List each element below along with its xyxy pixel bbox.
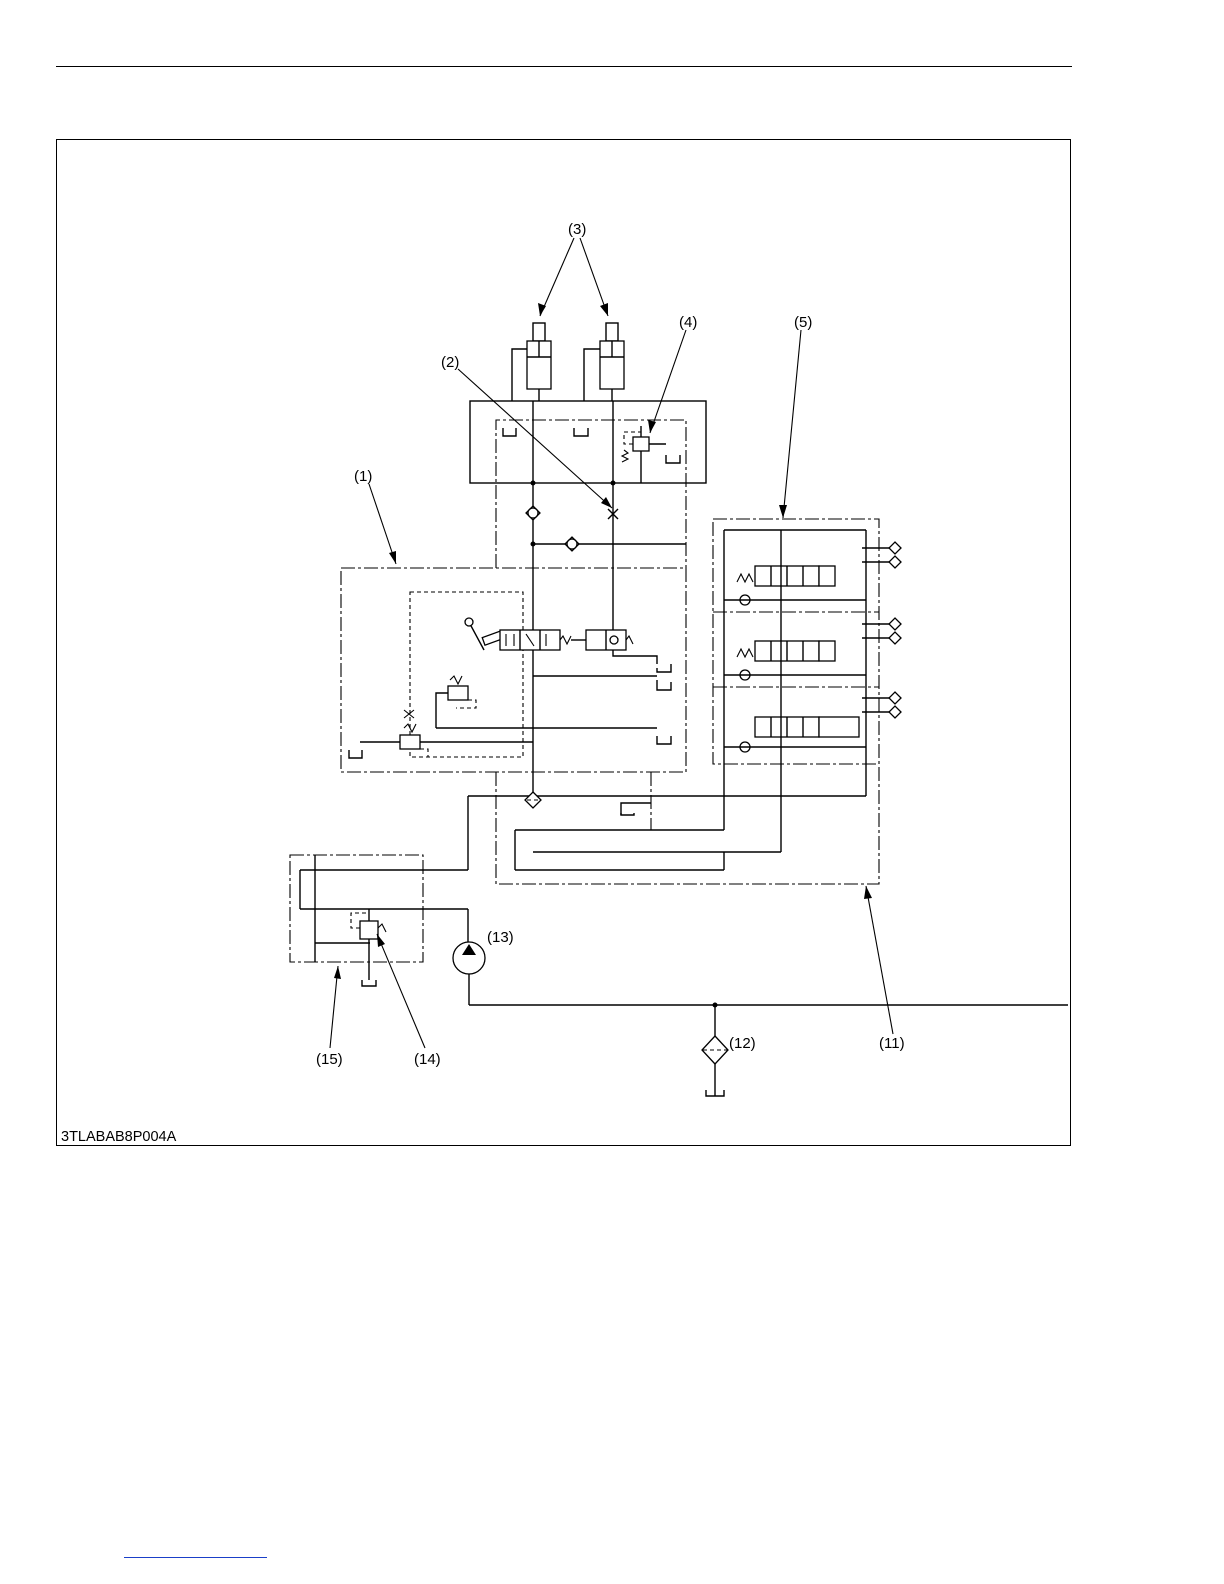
aux-valve-section-1 — [737, 566, 835, 605]
relief-valve-4 — [622, 426, 666, 483]
relief-valve-block — [436, 676, 476, 728]
quick-couplers — [862, 542, 901, 718]
callout-13: (13) — [487, 929, 514, 946]
pilot-check-valve — [586, 630, 633, 650]
hydraulic-pump-13 — [453, 942, 1068, 1008]
control-lever — [465, 618, 504, 650]
callout-4: (4) — [679, 314, 697, 331]
callout-12: (12) — [729, 1035, 756, 1052]
oil-filter-12 — [702, 1005, 728, 1096]
figure-id-label: 3TLABAB8P004A — [61, 1129, 176, 1145]
callout-14: (14) — [414, 1051, 441, 1068]
callout-2: (2) — [441, 354, 459, 371]
aux-valve-section-2 — [737, 641, 835, 680]
pilot-boundary — [410, 592, 523, 757]
line-filter-inner — [525, 792, 541, 808]
check-valve-main — [526, 506, 540, 520]
callout-3: (3) — [568, 221, 586, 238]
cylinder-circuit-box — [470, 401, 706, 483]
directional-valve — [500, 630, 586, 650]
callout-15: (15) — [316, 1051, 343, 1068]
footer-link-rule — [124, 1557, 267, 1558]
callout-11: (11) — [879, 1035, 905, 1052]
callout-5: (5) — [794, 314, 812, 331]
lift-cylinders — [512, 323, 624, 401]
main-relief-valve — [349, 710, 533, 758]
callout-1: (1) — [354, 468, 372, 485]
check-valve-horizontal — [565, 537, 579, 551]
relief-valve-14 — [351, 909, 386, 986]
valve-body-boundary-upper — [496, 420, 686, 568]
valve-housing-boundary-11 — [496, 764, 879, 884]
